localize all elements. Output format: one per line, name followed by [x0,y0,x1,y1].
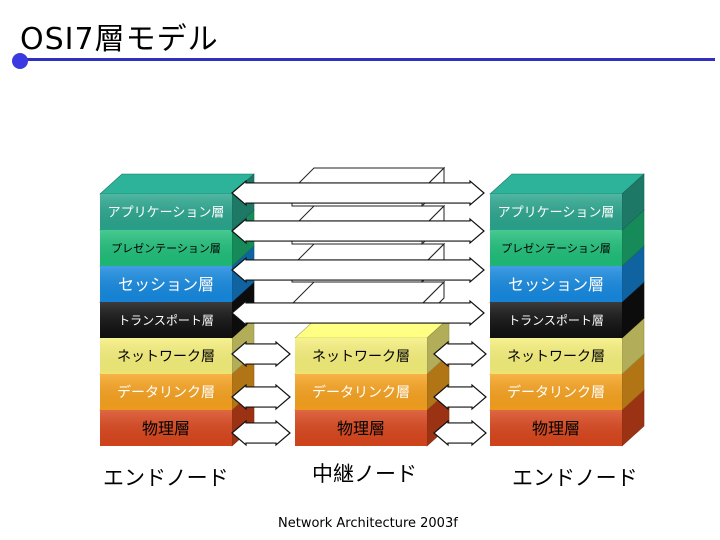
left-layer-presentation-label: プレゼンテーション層 [111,242,221,255]
left-layer-application-label: アプリケーション層 [108,206,225,221]
middle-layer-datalink-label: データリンク層 [312,384,410,401]
right-layer-presentation-label: プレゼンテーション層 [501,242,611,255]
right-node-label: エンドノード [512,462,638,492]
left-layer-application-top [100,174,254,194]
middle-layer-network-label: ネットワーク層 [312,349,410,365]
footer-text: Network Architecture 2003f [278,516,458,531]
right-layer-application-top [490,174,644,194]
arrow-transport [232,301,484,325]
right-layer-application: アプリケーション層 [490,174,644,230]
left-node-label: エンドノード [103,462,229,492]
left-layer-physical-label: 物理層 [142,419,190,438]
right-layer-application-label: アプリケーション層 [498,206,615,221]
left-layer-session-label: セッション層 [118,275,214,294]
right-layer-physical-label: 物理層 [532,419,580,438]
right-layer-session-label: セッション層 [508,275,604,294]
ghost-box-4-top [292,282,444,304]
left-layer-transport-label: トランスポート層 [118,313,214,327]
left-layer-application: アプリケーション層 [100,174,254,230]
right-layer-transport-label: トランスポート層 [508,313,604,327]
left-layer-datalink-label: データリンク層 [117,384,215,401]
left-layer-network-label: ネットワーク層 [117,349,215,365]
right-layer-network-label: ネットワーク層 [507,349,605,365]
middle-node-label: 中継ノード [312,458,417,488]
arrow-application [232,181,484,205]
right-layer-datalink-label: データリンク層 [507,384,605,401]
arrow-presentation [232,219,484,243]
middle-layer-network: ネットワーク層 [295,318,449,374]
middle-layer-physical-label: 物理層 [337,419,385,438]
arrow-session [232,258,484,282]
